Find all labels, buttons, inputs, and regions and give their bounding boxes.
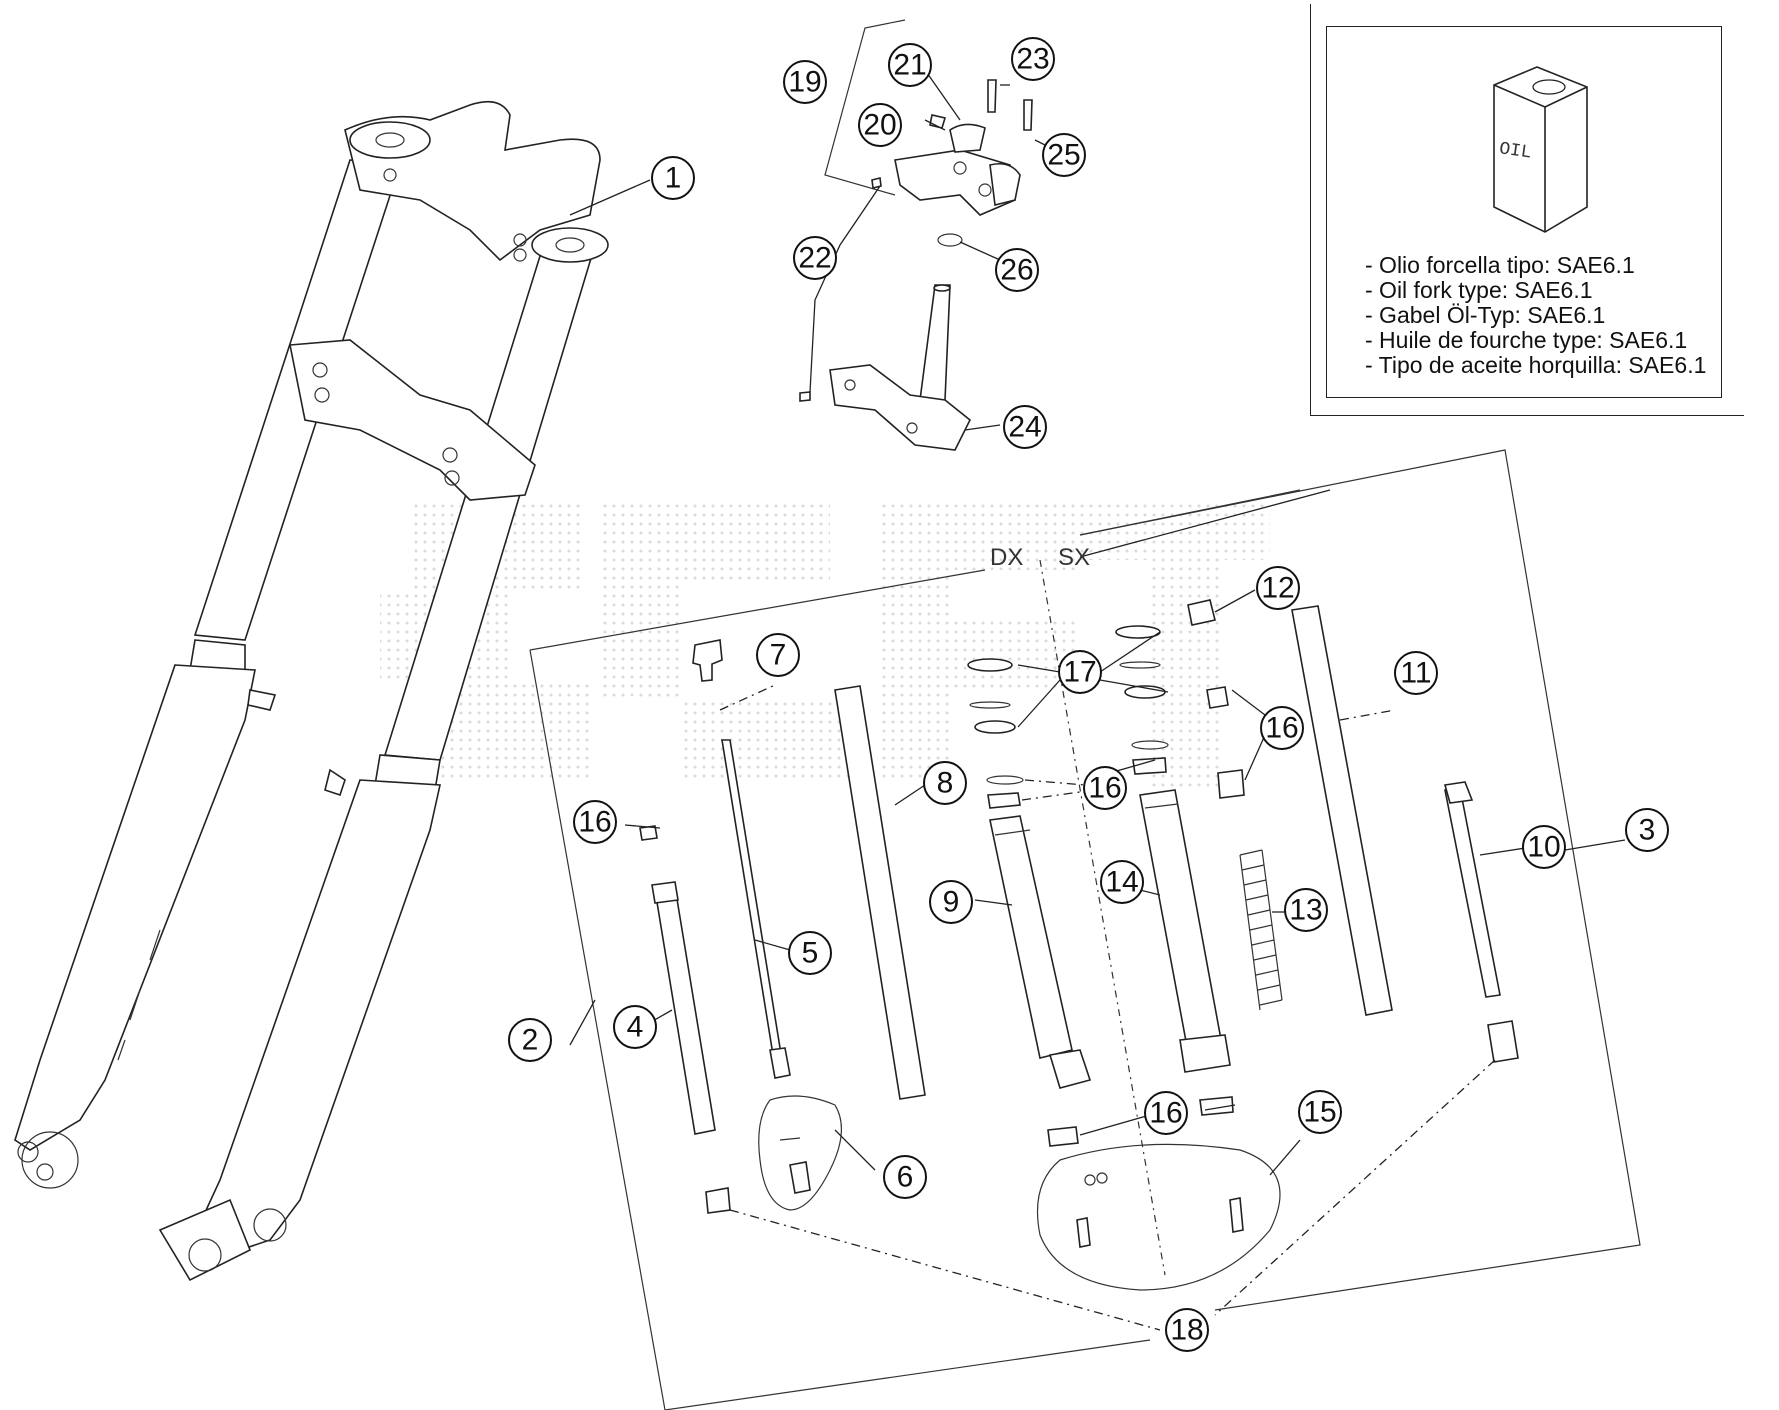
callout-25[interactable]: 25 bbox=[1042, 133, 1086, 177]
callout-13[interactable]: 13 bbox=[1284, 888, 1328, 932]
svg-text:5: 5 bbox=[802, 937, 819, 970]
fork-assembly-illustration bbox=[14, 100, 609, 1282]
svg-text:16: 16 bbox=[1149, 1097, 1182, 1130]
callout-17[interactable]: 17 bbox=[1058, 650, 1102, 694]
svg-text:9: 9 bbox=[943, 886, 960, 919]
callout-12[interactable]: 12 bbox=[1256, 566, 1300, 610]
svg-text:1: 1 bbox=[665, 162, 682, 195]
svg-text:16: 16 bbox=[1265, 712, 1298, 745]
exploded-parts bbox=[639, 599, 1519, 1291]
svg-text:19: 19 bbox=[788, 66, 821, 99]
svg-text:11: 11 bbox=[1400, 657, 1431, 690]
svg-text:2: 2 bbox=[522, 1024, 539, 1057]
callout-16d[interactable]: 16 bbox=[1144, 1091, 1188, 1135]
callout-9[interactable]: 9 bbox=[929, 880, 973, 924]
callout-16a[interactable]: 16 bbox=[573, 800, 617, 844]
svg-text:14: 14 bbox=[1105, 866, 1138, 899]
svg-text:25: 25 bbox=[1047, 139, 1080, 172]
svg-text:3: 3 bbox=[1639, 814, 1656, 847]
callout-16b[interactable]: 16 bbox=[1260, 706, 1304, 750]
callout-16c[interactable]: 16 bbox=[1083, 766, 1127, 810]
callout-11[interactable]: 11 bbox=[1394, 651, 1438, 695]
leader-lines bbox=[569, 69, 1626, 1331]
svg-text:15: 15 bbox=[1303, 1096, 1336, 1129]
oil-box-outer-frame bbox=[1310, 4, 1744, 416]
oil-can-label: OIL bbox=[1498, 139, 1533, 163]
callout-20[interactable]: 20 bbox=[858, 103, 902, 147]
steering-stem-illustration bbox=[799, 19, 1033, 451]
svg-text:26: 26 bbox=[1000, 254, 1033, 287]
callout-5[interactable]: 5 bbox=[788, 931, 832, 975]
callout-4[interactable]: 4 bbox=[613, 1005, 657, 1049]
callout-22[interactable]: 22 bbox=[793, 236, 837, 280]
svg-text:21: 21 bbox=[893, 49, 926, 82]
oil-box-inner-frame: OIL - Olio forcella tipo: SAE6.1 - Oil f… bbox=[1326, 26, 1722, 398]
svg-text:17: 17 bbox=[1063, 656, 1096, 689]
callout-26[interactable]: 26 bbox=[995, 248, 1039, 292]
callout-21[interactable]: 21 bbox=[888, 43, 932, 87]
callout-19[interactable]: 19 bbox=[783, 60, 827, 104]
callout-2[interactable]: 2 bbox=[508, 1018, 552, 1062]
oil-can-icon: OIL bbox=[1493, 66, 1588, 233]
oil-notes-list: - Olio forcella tipo: SAE6.1 - Oil fork … bbox=[1365, 253, 1706, 378]
svg-text:16: 16 bbox=[1088, 772, 1121, 805]
svg-text:18: 18 bbox=[1170, 1314, 1203, 1347]
svg-text:22: 22 bbox=[798, 242, 831, 275]
svg-text:4: 4 bbox=[627, 1011, 644, 1044]
callout-10[interactable]: 10 bbox=[1522, 825, 1566, 869]
oil-note-it: - Olio forcella tipo: SAE6.1 bbox=[1365, 252, 1635, 278]
watermark bbox=[380, 500, 1270, 790]
svg-text:10: 10 bbox=[1527, 831, 1560, 864]
svg-text:7: 7 bbox=[770, 639, 787, 672]
callout-1[interactable]: 1 bbox=[651, 156, 695, 200]
oil-info-box: OIL - Olio forcella tipo: SAE6.1 - Oil f… bbox=[1310, 4, 1744, 416]
side-label-right: DX bbox=[990, 544, 1023, 571]
side-label-left: SX bbox=[1058, 544, 1090, 571]
oil-note-es: - Tipo de aceite horquilla: SAE6.1 bbox=[1365, 352, 1707, 378]
oil-note-en: - Oil fork type: SAE6.1 bbox=[1365, 277, 1593, 303]
oil-note-fr: - Huile de fourche type: SAE6.1 bbox=[1365, 327, 1688, 353]
svg-text:23: 23 bbox=[1016, 43, 1049, 76]
svg-text:6: 6 bbox=[897, 1161, 914, 1194]
svg-text:16: 16 bbox=[578, 806, 611, 839]
svg-text:20: 20 bbox=[863, 109, 896, 142]
svg-text:24: 24 bbox=[1008, 411, 1041, 444]
exploded-view-frame bbox=[529, 449, 1641, 1410]
callout-18[interactable]: 18 bbox=[1165, 1308, 1209, 1352]
oil-note-de: - Gabel Öl-Typ: SAE6.1 bbox=[1365, 302, 1606, 328]
callout-3[interactable]: 3 bbox=[1625, 808, 1669, 852]
callout-8[interactable]: 8 bbox=[923, 761, 967, 805]
callout-23[interactable]: 23 bbox=[1011, 37, 1055, 81]
callout-7[interactable]: 7 bbox=[756, 633, 800, 677]
callout-6[interactable]: 6 bbox=[883, 1155, 927, 1199]
callout-15[interactable]: 15 bbox=[1298, 1090, 1342, 1134]
svg-text:12: 12 bbox=[1261, 572, 1294, 605]
svg-text:8: 8 bbox=[937, 767, 954, 800]
callout-24[interactable]: 24 bbox=[1003, 405, 1047, 449]
callout-14[interactable]: 14 bbox=[1100, 860, 1144, 904]
svg-text:13: 13 bbox=[1289, 894, 1322, 927]
